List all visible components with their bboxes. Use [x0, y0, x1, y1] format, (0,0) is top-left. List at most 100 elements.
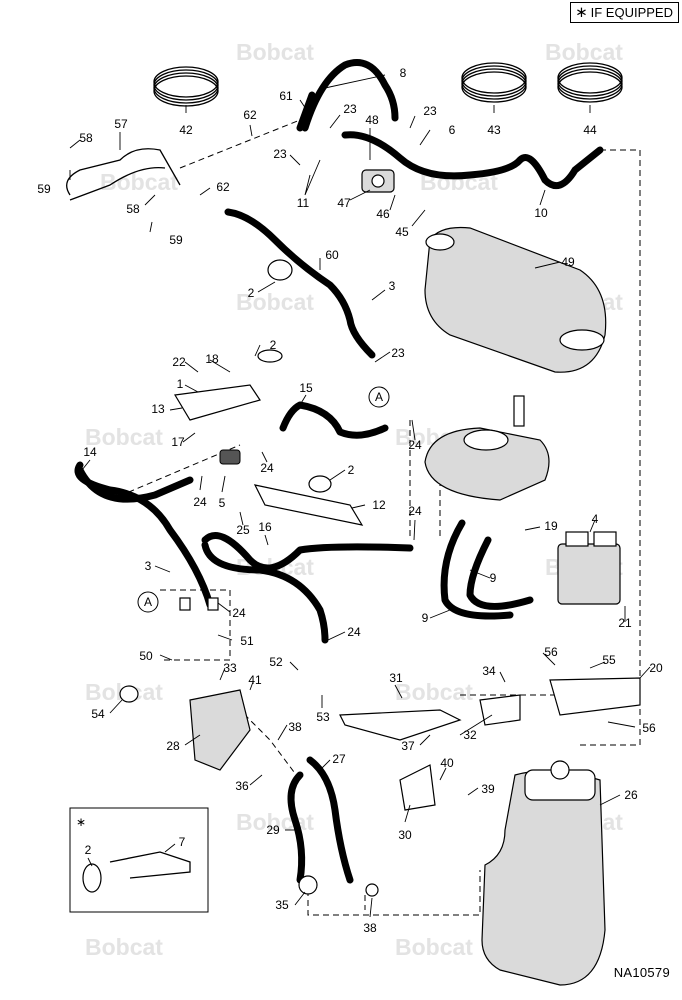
callout-label: 44 — [583, 123, 597, 137]
strap-31 — [339, 709, 462, 741]
callout-label: 45 — [395, 225, 409, 239]
hose-10 — [341, 131, 604, 190]
callout-label: 4 — [592, 512, 599, 526]
callout-label: 57 — [114, 117, 128, 131]
callout-label: 46 — [376, 207, 390, 221]
callout-label: 50 — [139, 649, 153, 663]
callout-label: 2 — [270, 338, 277, 352]
callout-label: 24 — [193, 495, 207, 509]
callout-label: 26 — [624, 788, 638, 802]
watermark-text: Bobcat — [236, 39, 314, 65]
figure-id: NA10579 — [613, 965, 670, 980]
callout-label: 2 — [85, 843, 92, 857]
callout-label: 1 — [177, 377, 184, 391]
bracket-13 — [174, 384, 261, 421]
callout-label: 8 — [400, 66, 407, 80]
callout-label: 6 — [449, 123, 456, 137]
hose-27 — [306, 756, 354, 884]
assembly-dashed-lines — [109, 119, 641, 916]
callout-label: A — [144, 595, 152, 609]
fitting — [179, 597, 191, 611]
callout-label: 23 — [273, 147, 287, 161]
callout-label: 58 — [126, 202, 140, 216]
callout-label: 24 — [408, 504, 422, 518]
watermark-text: Bobcat — [395, 679, 473, 705]
callout-label: 38 — [363, 921, 377, 935]
callout-label: 60 — [325, 248, 339, 262]
cap-54 — [119, 685, 139, 703]
hose-16 — [201, 532, 414, 572]
leader-lines — [69, 74, 651, 918]
dashed-line — [307, 870, 481, 916]
callout-label: 29 — [266, 823, 280, 837]
callout-label: 2 — [248, 286, 255, 300]
callout-label: 62 — [243, 108, 257, 122]
callout-label: 33 — [223, 661, 237, 675]
callout-label: 24 — [232, 606, 246, 620]
watermark-text: Bobcat — [85, 934, 163, 960]
callout-label: 23 — [391, 346, 405, 360]
callout-label: 5 — [219, 496, 226, 510]
callout-label: 51 — [240, 634, 254, 648]
clamp-2 — [257, 349, 283, 363]
callout-label: 25 — [236, 523, 250, 537]
callout-label: 21 — [618, 616, 632, 630]
if-equipped-legend: ∗IF EQUIPPED — [570, 2, 679, 23]
callout-label: 13 — [151, 402, 165, 416]
fuel-tank-26 — [481, 760, 606, 986]
callout-label: 17 — [171, 435, 185, 449]
bracket-12 — [253, 484, 364, 526]
dashed-line — [600, 149, 641, 680]
callout-label: 3 — [389, 279, 396, 293]
callout-label: 54 — [91, 707, 105, 721]
coiled-hose-43 — [461, 62, 527, 103]
callout-label: 38 — [288, 720, 302, 734]
star-symbol: ∗ — [575, 4, 588, 21]
callout-label: 35 — [275, 898, 289, 912]
callout-labels: 8 61 23 23 62 48 6 42 43 44 57 58 59 62 … — [37, 66, 663, 935]
callout-label: ∗ — [76, 815, 86, 829]
fitting — [207, 597, 219, 611]
dashed-line — [109, 444, 241, 501]
watermark-text: Bobcat — [236, 289, 314, 315]
clamp-2 — [82, 863, 102, 893]
funnel-28 — [189, 689, 251, 771]
callout-label: 58 — [79, 131, 93, 145]
hose-29 — [287, 771, 306, 884]
bracket-30 — [399, 764, 436, 811]
hose-16-branch — [201, 541, 329, 644]
callout-label: A — [375, 390, 383, 404]
callout-label: 24 — [347, 625, 361, 639]
callout-label: 40 — [440, 756, 454, 770]
callout-label: 39 — [481, 782, 495, 796]
callout-label: 24 — [408, 438, 422, 452]
callout-label: 55 — [602, 653, 616, 667]
watermark-text: Bobcat — [395, 934, 473, 960]
callout-label: 30 — [398, 828, 412, 842]
hose-14-loop — [76, 466, 194, 503]
callout-label: 52 — [269, 655, 283, 669]
valve-5 — [219, 449, 241, 465]
callout-label: 16 — [258, 520, 272, 534]
callout-label: 27 — [332, 752, 346, 766]
callout-label: 48 — [365, 113, 379, 127]
callout-label: 59 — [37, 182, 51, 196]
clamp-2 — [267, 259, 293, 281]
callout-label: 18 — [205, 352, 219, 366]
callout-label: 36 — [235, 779, 249, 793]
hose-14 — [74, 461, 214, 609]
watermark-text: Bobcat — [545, 39, 623, 65]
hose-61 — [296, 91, 316, 132]
callout-label: 56 — [642, 721, 656, 735]
fuel-pump-47 — [361, 169, 395, 193]
callout-label: 61 — [279, 89, 293, 103]
fuel-filter-4 — [557, 531, 621, 605]
callout-label: 15 — [299, 381, 313, 395]
hose-15 — [279, 401, 389, 439]
callout-label: 19 — [544, 519, 558, 533]
watermark-text: Bobcat — [100, 169, 178, 195]
callout-label: 23 — [423, 104, 437, 118]
callout-label: 22 — [172, 355, 186, 369]
clamp-2 — [308, 475, 332, 493]
